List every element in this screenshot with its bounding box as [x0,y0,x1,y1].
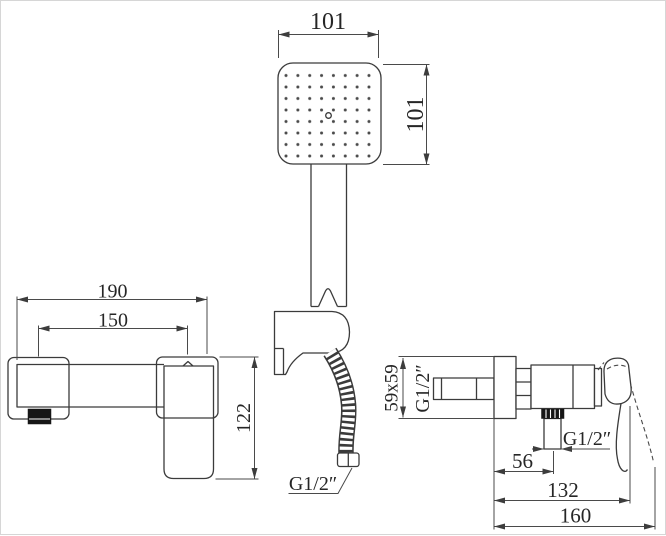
outlet-thread [541,408,565,419]
spout-aerator [27,408,52,425]
dim-overall-width: 190 [98,281,128,303]
hand-shower-view [273,62,382,468]
lever-cap-hidden-edge [606,364,628,370]
hose-thread-leader [288,467,353,494]
lever-arm-swung-position [629,383,655,463]
lever-cap-side [603,357,632,405]
valve-body [530,364,596,410]
front-view-dimensions: 190 150 122 [16,281,259,480]
outlet-pipe [543,417,562,450]
mixer-body-bar [16,363,164,408]
dim-centers: 150 [98,310,128,332]
shower-hose-corrugation [324,348,356,454]
side-view [432,355,655,530]
front-view [7,356,219,480]
shower-holder-bracket [273,310,351,376]
dim-hose-thread: G1/2″ [289,473,337,495]
dim-depth-132: 132 [547,478,579,502]
dim-head-height: 101 [403,97,429,133]
dim-escutcheon-size: 59x59 [382,364,403,412]
lever-arm [615,403,629,473]
dim-depth-160: 160 [560,504,592,528]
side-view-dimensions: 59x59 G1/2″ G1/2″ 56 132 160 [382,356,656,530]
cartridge-collar [593,367,603,407]
lever-handle-front [163,365,215,480]
center-nozzle [325,112,332,119]
holder-bracket-tab [274,347,285,375]
hand-shower-dimensions: 101 101 G1/2″ [278,9,430,495]
handle-tip-notch [182,360,194,367]
dim-height: 122 [233,403,255,433]
dim-head-width: 101 [310,9,346,35]
dim-outlet-offset: 56 [512,449,533,473]
escutcheon-side [493,355,517,420]
lever-cap-hidden-corner [597,362,605,371]
dim-outlet-thread: G1/2″ [563,428,611,450]
inlet-union [432,377,495,401]
holder-cone [317,288,339,307]
outlet-thread-grooves [545,409,561,418]
connection-nut-facets [516,381,531,397]
dim-inlet-thread: G1/2″ [412,364,434,412]
connection-nut [515,367,532,410]
right-escutcheon [155,356,219,419]
